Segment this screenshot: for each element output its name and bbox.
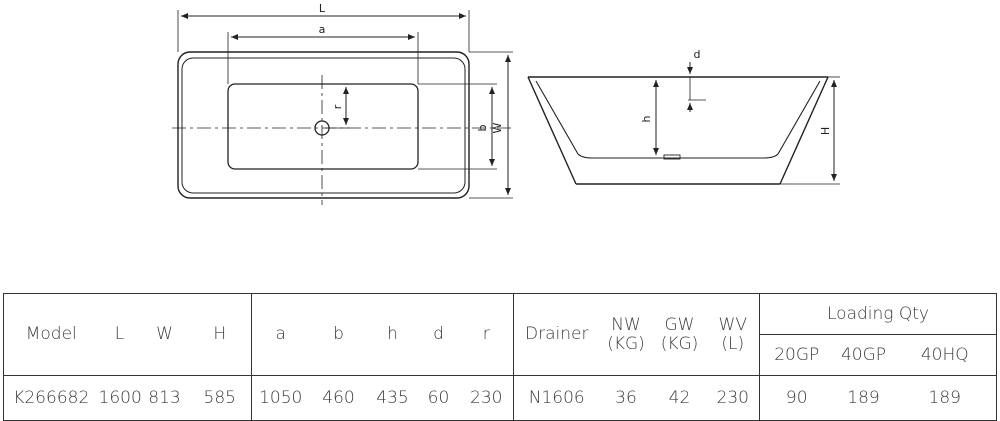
technical-drawing: L a r b W d h H — [172, 2, 840, 205]
header-40hq: 40HQ — [920, 344, 969, 365]
tub-outer-outline — [177, 51, 470, 199]
header-wv-line2: (L) — [721, 333, 745, 354]
cell-drainer: N1606 — [513, 375, 600, 421]
header-wv-line1: WV — [718, 314, 747, 335]
label-a: a — [319, 23, 326, 36]
header-loading-qty: Loading Qty — [758, 293, 997, 335]
header-W: W — [156, 324, 173, 344]
label-r: r — [331, 104, 344, 109]
header-row-1: Model L W H a b h d r Drainer NW(KG) GW(… — [4, 293, 997, 376]
header-h: h — [387, 324, 398, 344]
cell-nw: 36 — [599, 375, 653, 421]
cell-L: 1600 — [98, 375, 142, 421]
label-d: d — [694, 48, 701, 61]
header-nw: NW(KG) — [600, 294, 653, 376]
label-b: b — [476, 124, 489, 131]
cell-40gp: 189 — [833, 375, 894, 421]
header-40gp: 40GP — [840, 344, 887, 365]
label-H: H — [819, 127, 832, 135]
cell-a: 1050 — [251, 375, 310, 421]
tub-basin-outline — [227, 83, 419, 170]
header-gw-line1: GW — [664, 314, 695, 335]
tub-rim-outline — [181, 57, 466, 194]
cell-20gp: 90 — [759, 375, 834, 421]
label-W: W — [491, 122, 504, 133]
label-h: h — [640, 115, 653, 122]
cell-wv: 230 — [706, 375, 760, 421]
label-L: L — [319, 2, 326, 15]
cell-40hq: 189 — [893, 375, 997, 421]
cell-b: 460 — [309, 375, 368, 421]
header-gw: GW(KG) — [653, 294, 707, 376]
header-row-2: 20GP 40GP 40HQ — [4, 334, 997, 376]
header-wv: WV(L) — [707, 294, 760, 376]
header-nw-line1: NW — [611, 314, 641, 335]
cell-gw: 42 — [652, 375, 707, 421]
header-20gp: 20GP — [759, 334, 834, 376]
header-H: H — [213, 324, 227, 344]
header-gw-line2: (KG) — [660, 333, 699, 354]
cell-h: 435 — [367, 375, 418, 421]
top-view — [172, 10, 513, 205]
spec-table: Model L W H a b h d r Drainer NW(KG) GW(… — [3, 293, 998, 421]
cell-d: 60 — [417, 375, 460, 421]
header-drainer: Drainer — [513, 293, 600, 376]
header-model: Model — [25, 324, 77, 344]
cell-model: K266682 — [3, 375, 99, 421]
header-a: a — [251, 293, 310, 376]
cell-W: 813 — [140, 375, 189, 421]
table-row: K266682 1600 813 585 1050 460 435 60 230… — [3, 375, 997, 421]
side-view — [527, 62, 840, 185]
cell-H: 585 — [188, 375, 252, 421]
header-b: b — [333, 324, 344, 344]
header-r: r — [482, 324, 490, 344]
header-d: d — [433, 324, 444, 344]
cell-r: 230 — [459, 375, 514, 421]
header-nw-line2: (KG) — [607, 333, 645, 354]
header-L: L — [114, 324, 125, 344]
